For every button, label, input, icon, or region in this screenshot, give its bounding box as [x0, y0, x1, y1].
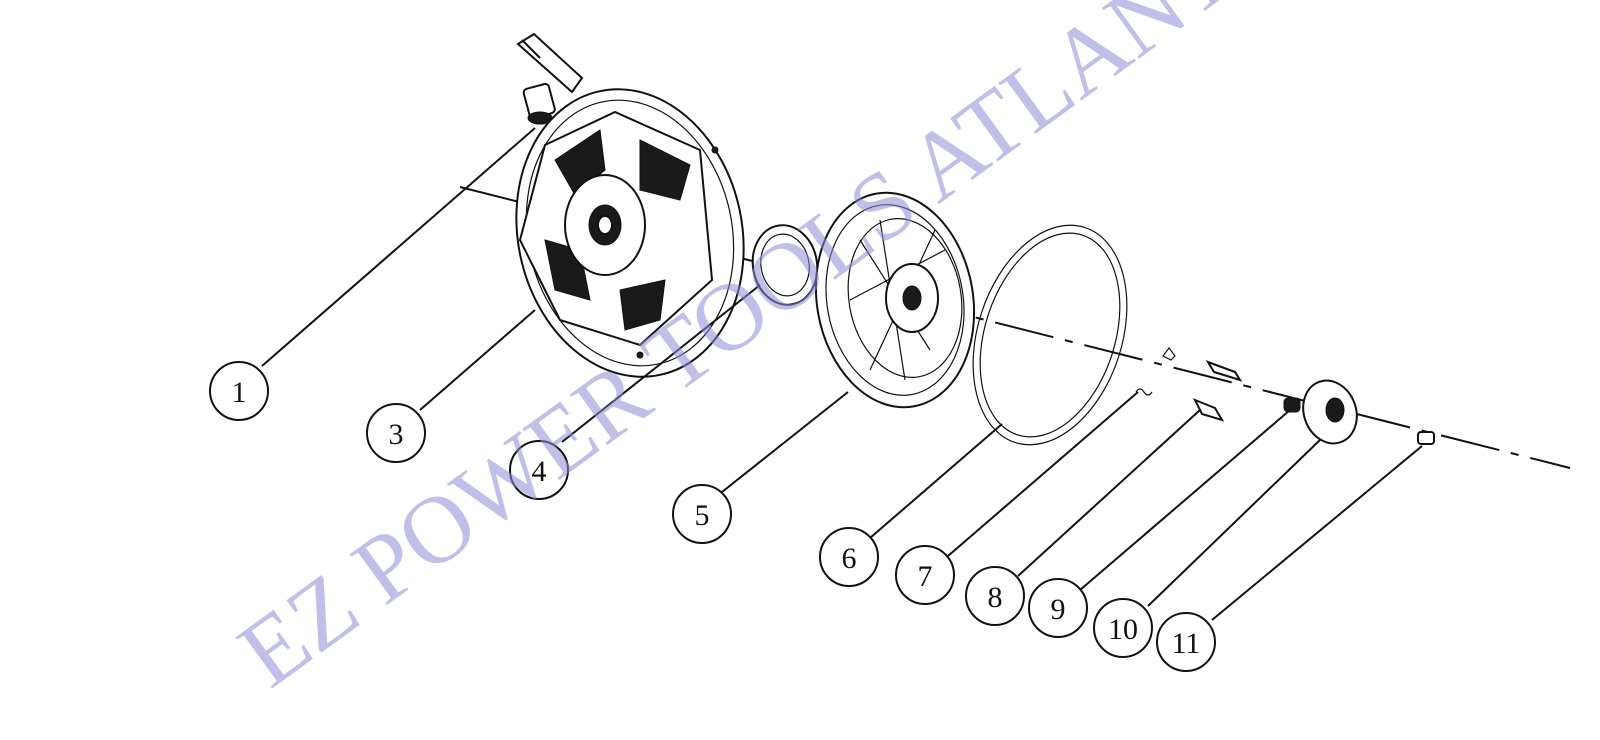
callout-label-4: 4: [532, 455, 547, 488]
callout-4: 4: [509, 440, 569, 500]
callout-label-8: 8: [988, 581, 1003, 614]
callout-label-1: 1: [232, 376, 247, 409]
starter-pulley-part: [814, 191, 976, 409]
callout-label-6: 6: [842, 542, 857, 575]
starter-housing-part: [515, 88, 745, 378]
callout-1: 1: [209, 361, 269, 421]
callout-11: 11: [1156, 612, 1216, 672]
callout-label-3: 3: [389, 418, 404, 451]
callout-10: 10: [1093, 598, 1153, 658]
leader-line-8: [1017, 409, 1201, 577]
callout-label-5: 5: [695, 499, 710, 532]
leader-line-3: [419, 309, 536, 411]
callout-3: 3: [366, 403, 426, 463]
pawl-part: [1192, 360, 1243, 422]
pawl-spring-part: [1135, 347, 1176, 396]
leader-line-10: [1147, 439, 1321, 607]
callout-8: 8: [965, 566, 1025, 626]
leader-line-4: [561, 284, 761, 443]
leader-line-11: [1211, 445, 1423, 621]
recoil-spring-part: [751, 224, 819, 306]
center-bolt-part: [1417, 431, 1435, 445]
callout-label-11: 11: [1172, 627, 1201, 660]
leader-line-6: [869, 423, 1003, 539]
callout-9: 9: [1028, 578, 1088, 638]
callout-label-7: 7: [918, 560, 933, 593]
callout-label-9: 9: [1051, 593, 1066, 626]
callout-6: 6: [819, 527, 879, 587]
friction-spring-part: [1283, 397, 1301, 413]
leader-line-7: [947, 391, 1139, 557]
leader-line-1: [261, 127, 536, 367]
callout-5: 5: [672, 484, 732, 544]
callout-7: 7: [895, 545, 955, 605]
leader-line-9: [1079, 409, 1291, 591]
callout-label-10: 10: [1108, 613, 1138, 646]
leader-line-5: [721, 391, 849, 493]
starter-handle-part: [516, 32, 584, 125]
ratchet-guide-part: [1302, 379, 1358, 445]
starter-rope-part: [972, 224, 1128, 446]
